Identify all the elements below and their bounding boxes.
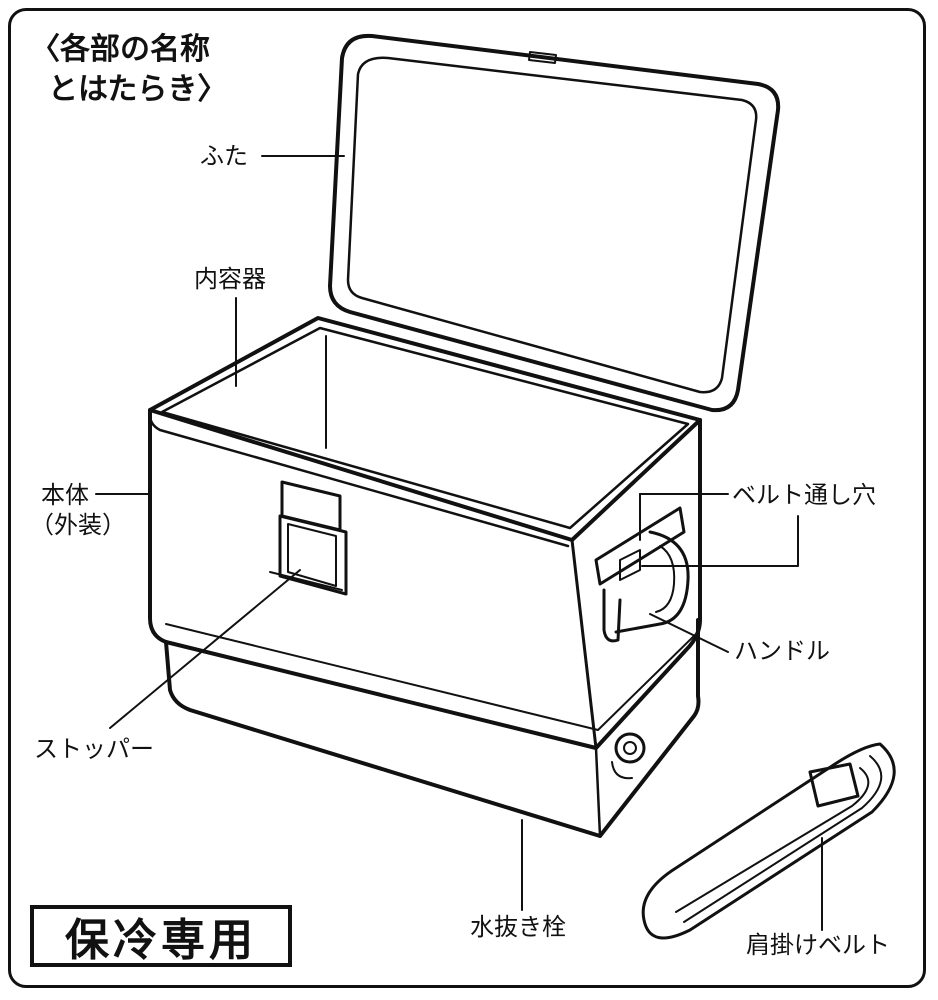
label-belt-hole: ベルト通し穴 [732, 481, 876, 509]
leader-lines [95, 155, 823, 931]
label-drain-plug: 水抜き栓 [470, 913, 566, 941]
label-stopper: ストッパー [34, 735, 154, 763]
inner-container-drawing [148, 316, 702, 542]
diagram-title: 〈各部の名称 とはたらき〉 [30, 30, 227, 110]
diagram-frame [8, 8, 926, 988]
title-line-2: とはたらき〉 [48, 72, 228, 107]
label-body: 本体 （外装） [30, 480, 126, 540]
handle-drawing [594, 506, 690, 643]
title-line-1: 〈各部の名称 [30, 32, 210, 67]
label-body-line-2: （外装） [30, 511, 126, 539]
cold-only-badge: 保冷専用 [30, 905, 292, 967]
lid-drawing [328, 33, 781, 413]
label-body-line-1: 本体 [41, 481, 89, 509]
body-drawing [148, 408, 702, 750]
drain-plug-drawing [611, 732, 646, 780]
label-lid: ふた [200, 142, 248, 170]
label-shoulder-belt: 肩掛けベルト [746, 931, 890, 959]
lower-tub-drawing [164, 618, 701, 838]
shoulder-belt-drawing [641, 742, 896, 940]
label-inner-container: 内容器 [194, 265, 266, 293]
label-handle: ハンドル [734, 637, 830, 665]
stopper-drawing [269, 480, 348, 596]
